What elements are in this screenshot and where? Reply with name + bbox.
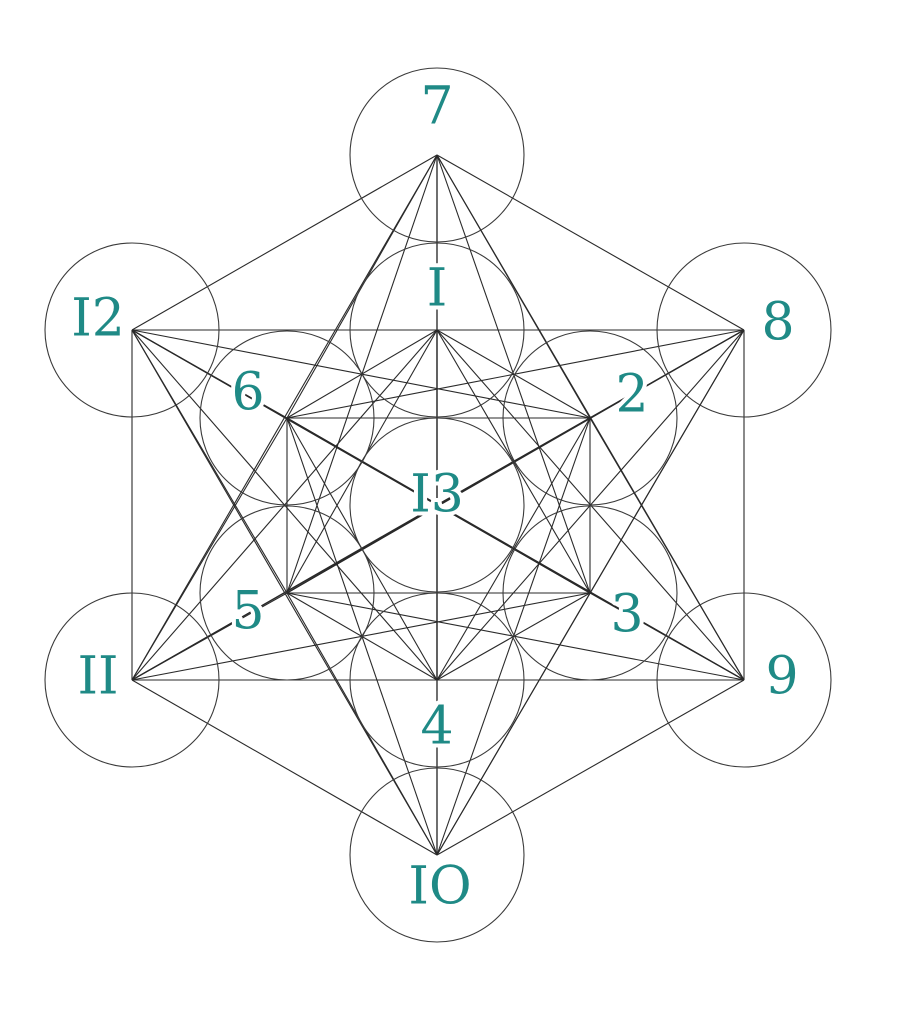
node-label-12: I2 [71,289,125,349]
node-circle-4 [349,592,525,768]
edge-9-10 [436,679,745,856]
node-label-2: 2 [615,365,648,425]
node-label-5: 5 [231,582,264,642]
node-circle-8 [656,242,832,418]
node-circle-7 [349,67,525,243]
edge-2-12 [131,329,591,419]
node-circle-10 [349,767,525,943]
node-circle-9 [656,592,832,768]
node-circle-13 [349,417,525,593]
node-label-8: 8 [761,293,794,353]
node-label-7: 7 [420,77,453,137]
node-circle-1 [349,242,525,418]
node-circle-6 [199,330,375,506]
node-label-1: I [427,259,448,319]
node-label-13: I3 [410,465,464,525]
node-circle-12 [44,242,220,418]
node-circle-2 [502,330,678,506]
node-label-10: IO [408,857,471,917]
edge-5-9 [286,592,745,681]
node-circle-5 [199,505,375,681]
node-label-3: 3 [610,585,643,645]
node-labels: I 2 3 4 5 6 7 8 9 IO II I2 I3 [67,73,802,921]
node-circle-11 [44,592,220,768]
edge-12-13 [131,329,438,506]
edge-10-11 [131,679,438,856]
edge-7-12 [131,154,438,331]
edge-9-13 [436,504,745,681]
node-label-11: II [77,647,118,707]
edge-7-8 [436,154,745,331]
node-label-6: 6 [231,363,264,423]
node-label-4: 4 [420,697,453,757]
node-label-9: 9 [765,647,798,707]
node-circles [44,67,832,943]
edge-11-13 [131,504,438,681]
node-circle-3 [502,505,678,681]
edge-8-13 [436,329,745,506]
